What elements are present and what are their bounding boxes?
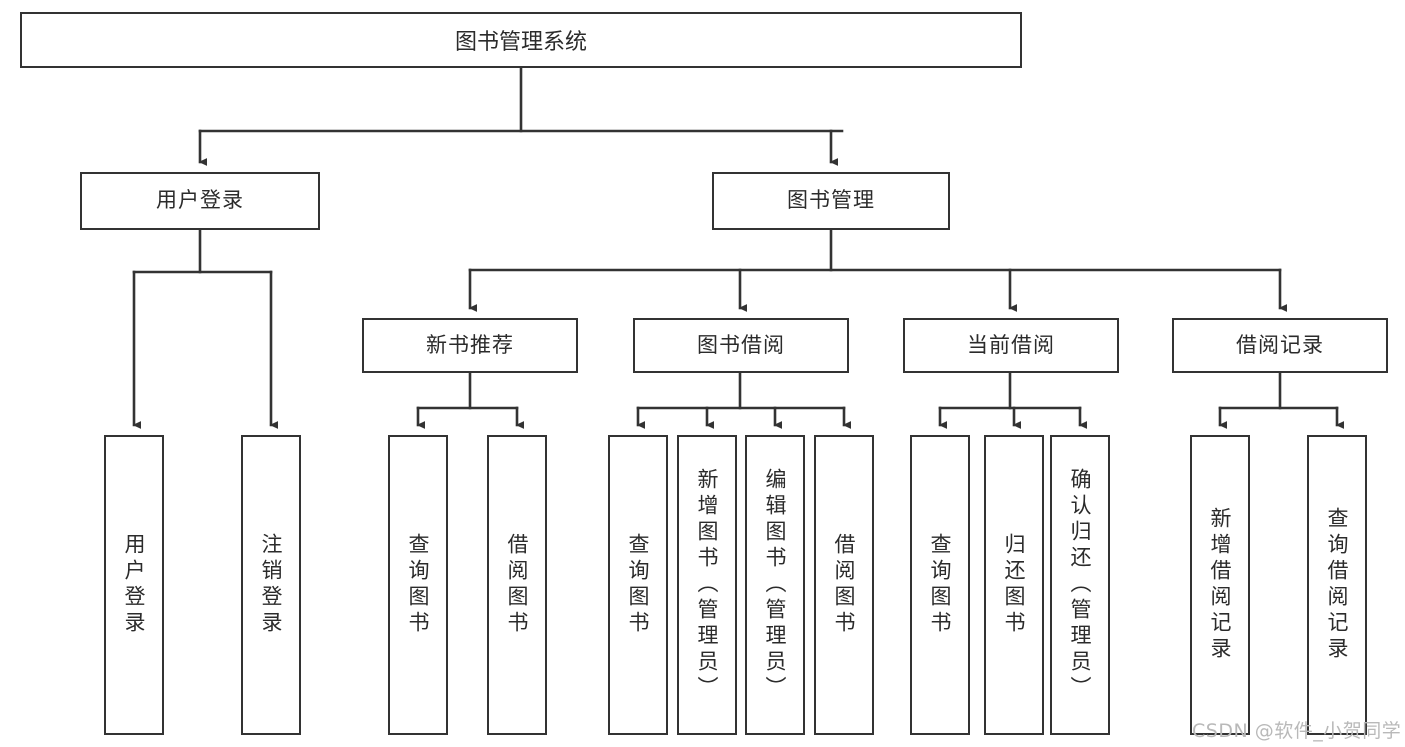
node-leaf-query-book-3[interactable]: 查询图书 — [910, 435, 970, 735]
node-leaf-edit-book-admin[interactable]: 编辑图书（管理员） — [745, 435, 805, 735]
node-current-borrow[interactable]: 当前借阅 — [903, 318, 1119, 373]
node-leaf-label: 查询图书 — [406, 533, 431, 637]
node-leaf-label: 借阅图书 — [505, 533, 530, 637]
node-leaf-label: 用户登录 — [122, 533, 147, 637]
node-leaf-borrow-book-1[interactable]: 借阅图书 — [487, 435, 547, 735]
node-user-login[interactable]: 用户登录 — [80, 172, 320, 230]
node-leaf-add-borrow-record[interactable]: 新增借阅记录 — [1190, 435, 1250, 735]
node-user-login-label: 用户登录 — [156, 188, 244, 213]
node-leaf-borrow-book-2[interactable]: 借阅图书 — [814, 435, 874, 735]
node-book-manage-label: 图书管理 — [787, 188, 875, 213]
node-root-system[interactable]: 图书管理系统 — [20, 12, 1022, 68]
node-leaf-label: 注销登录 — [259, 533, 284, 637]
node-leaf-user-login[interactable]: 用户登录 — [104, 435, 164, 735]
node-book-borrow-label: 图书借阅 — [697, 332, 785, 357]
node-leaf-label: 新增借阅记录 — [1208, 507, 1233, 663]
node-leaf-label: 查询图书 — [626, 533, 651, 637]
csdn-watermark: CSDN @软件_小贺同学 — [1192, 720, 1402, 742]
node-leaf-label: 借阅图书 — [832, 533, 857, 637]
node-leaf-user-logout[interactable]: 注销登录 — [241, 435, 301, 735]
node-leaf-query-book-2[interactable]: 查询图书 — [608, 435, 668, 735]
node-root-label: 图书管理系统 — [454, 30, 587, 55]
node-leaf-return-book[interactable]: 归还图书 — [984, 435, 1044, 735]
node-new-book-recommend[interactable]: 新书推荐 — [362, 318, 578, 373]
node-leaf-label: 归还图书 — [1002, 533, 1027, 637]
node-leaf-query-borrow-record[interactable]: 查询借阅记录 — [1307, 435, 1367, 735]
node-leaf-query-book-1[interactable]: 查询图书 — [388, 435, 448, 735]
node-borrow-record[interactable]: 借阅记录 — [1172, 318, 1388, 373]
node-leaf-add-book-admin[interactable]: 新增图书（管理员） — [677, 435, 737, 735]
node-current-borrow-label: 当前借阅 — [967, 332, 1055, 357]
node-leaf-label: 新增图书（管理员） — [695, 468, 720, 702]
node-book-borrow[interactable]: 图书借阅 — [633, 318, 849, 373]
node-leaf-confirm-return-admin[interactable]: 确认归还（管理员） — [1050, 435, 1110, 735]
node-new-book-recommend-label: 新书推荐 — [426, 332, 514, 357]
node-leaf-label: 确认归还（管理员） — [1068, 468, 1093, 702]
node-leaf-label: 查询图书 — [928, 533, 953, 637]
node-borrow-record-label: 借阅记录 — [1236, 332, 1324, 357]
node-book-manage[interactable]: 图书管理 — [712, 172, 950, 230]
node-leaf-label: 编辑图书（管理员） — [763, 468, 788, 702]
node-leaf-label: 查询借阅记录 — [1325, 507, 1350, 663]
